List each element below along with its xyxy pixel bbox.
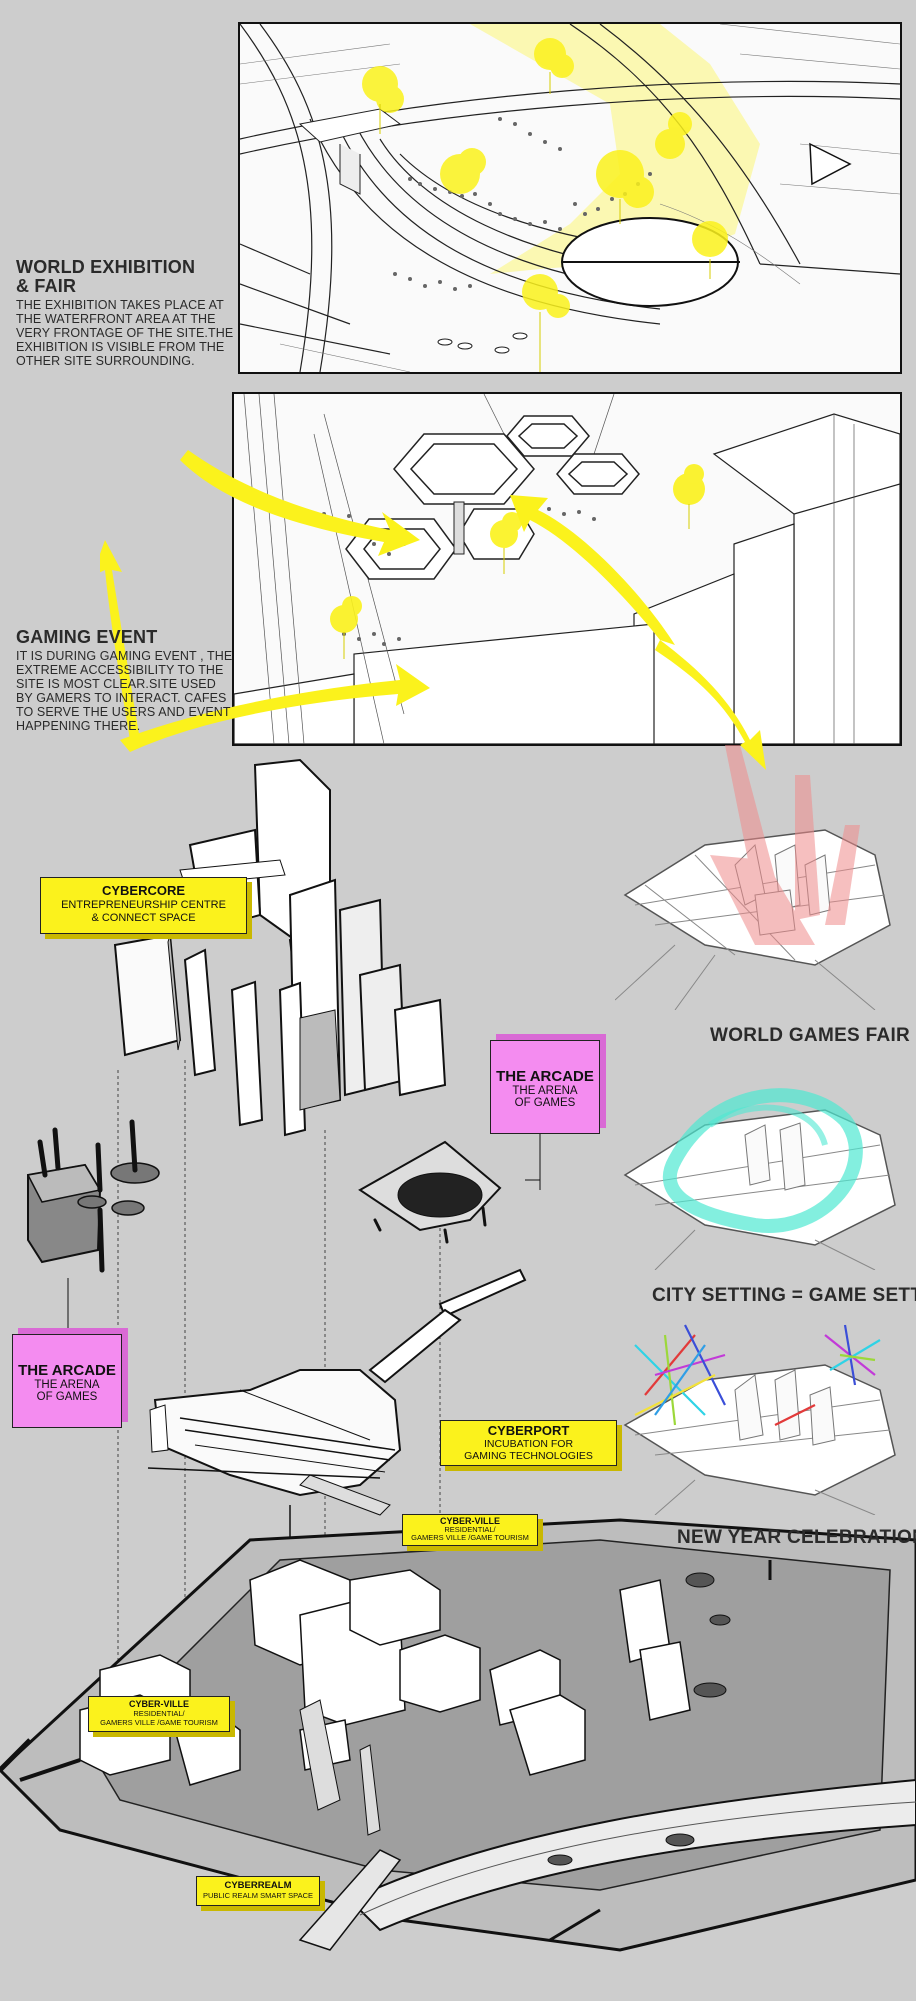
exhibition-panel (238, 22, 902, 374)
cyberport-structure (149, 1268, 527, 1516)
arcade-right-structure (358, 1140, 502, 1244)
gaming-drawing (234, 394, 900, 744)
gaming-description: IT IS DURING GAMING EVENT , THE EXTREME … (16, 649, 233, 733)
fair-zone (470, 24, 760, 274)
gaming-caption: GAMING EVENT IT IS DURING GAMING EVENT ,… (16, 627, 234, 734)
tag-arcade-right: THE ARCADE THE ARENA OF GAMES (490, 1040, 600, 1134)
tree-icon (362, 38, 728, 318)
exploded-axonometric (0, 758, 916, 1952)
light-beam-icon (710, 745, 860, 945)
tag-cyberville-left: CYBER-VILLE RESIDENTIAL/ GAMERS VILLE /G… (88, 1696, 230, 1732)
exhibition-caption: WORLD EXHIBITION& FAIR THE EXHIBITION TA… (16, 257, 238, 369)
label-world-games-fair: WORLD GAMES FAIR (710, 1025, 911, 1046)
exhibition-description: THE EXHIBITION TAKES PLACE AT THE WATERF… (16, 298, 234, 368)
firework-icon (634, 1324, 881, 1426)
game-path-overlay (662, 1088, 863, 1233)
tag-cybercore: CYBERCORE ENTREPRENEURSHIP CENTRE & CONN… (40, 877, 247, 934)
scenario-new-year (623, 1324, 896, 1515)
exhibition-title: WORLD EXHIBITION& FAIR (16, 257, 196, 296)
gaming-title: GAMING EVENT (16, 627, 158, 647)
arrow-icon (100, 450, 766, 770)
tag-cyberrealm: CYBERREALM PUBLIC REALM SMART SPACE (196, 1876, 320, 1906)
label-city-setting: CITY SETTING = GAME SETTIN (652, 1285, 916, 1306)
tag-cyberville-right: CYBER-VILLE RESIDENTIAL/ GAMERS VILLE /G… (402, 1514, 538, 1546)
tree-icon (330, 464, 705, 633)
hex-pavilion (393, 433, 535, 505)
scenario-city-setting (623, 1088, 896, 1270)
tag-arcade-left: THE ARCADE THE ARENA OF GAMES (12, 1334, 122, 1428)
arcade-left-structure (26, 1119, 160, 1273)
cybercore-towers (113, 758, 447, 1137)
label-new-year: NEW YEAR CELEBRATION (677, 1527, 916, 1548)
exhibition-drawing (240, 24, 900, 372)
tag-cyberport: CYBERPORT INCUBATION FOR GAMING TECHNOLO… (440, 1420, 617, 1466)
city-base-model (0, 1518, 916, 1952)
scenario-world-games-fair (615, 745, 891, 1010)
